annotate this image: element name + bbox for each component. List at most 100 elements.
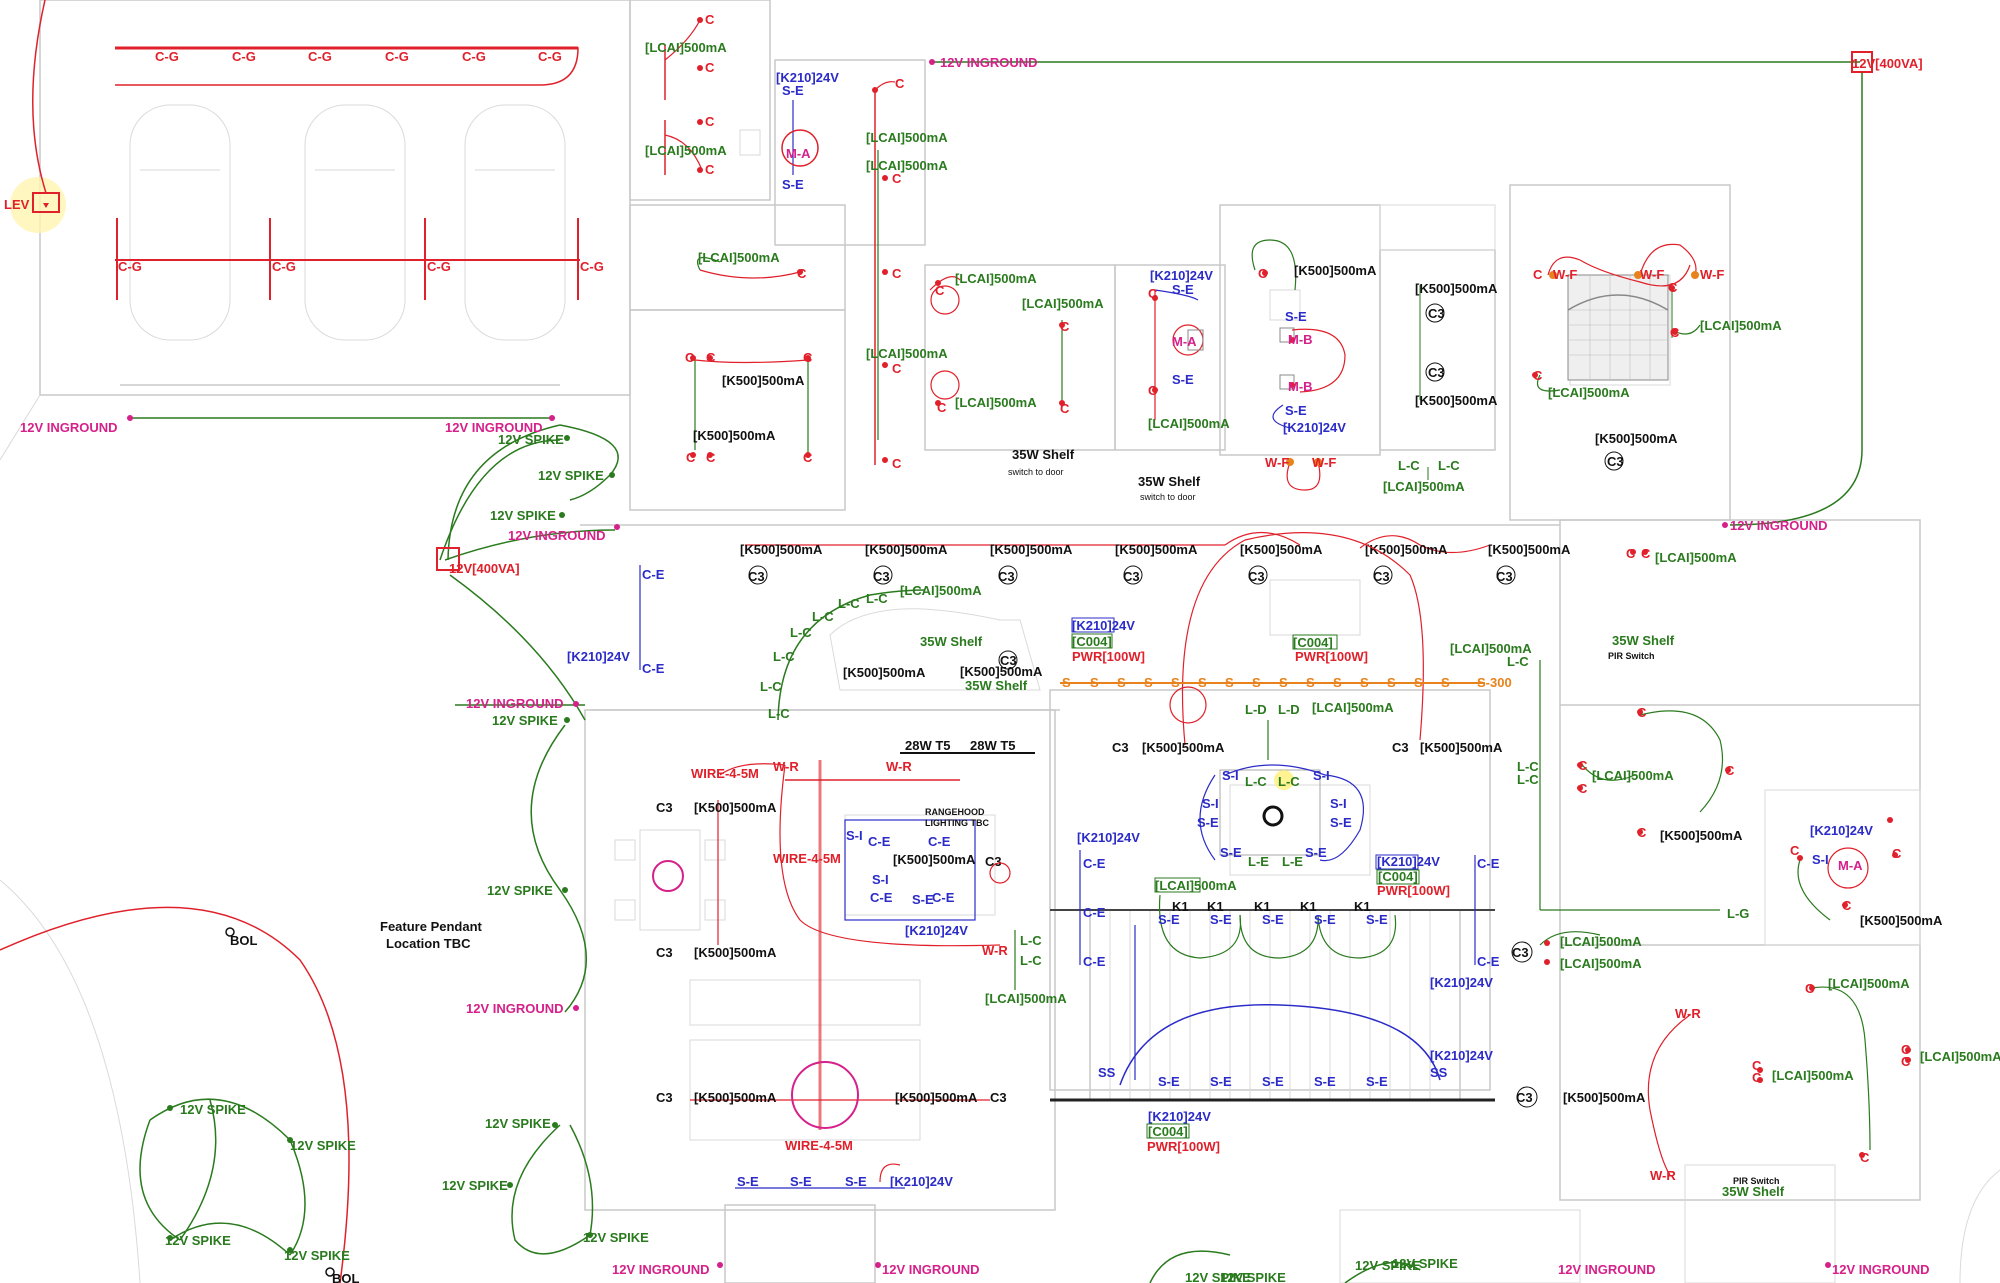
c-label: C bbox=[937, 400, 947, 415]
c3-label: C3 bbox=[1123, 569, 1140, 584]
lcai-label: [LCAI]500mA bbox=[1920, 1049, 2000, 1064]
si-label: S-I bbox=[1330, 796, 1347, 811]
spike-label: 12V SPIKE bbox=[1355, 1258, 1421, 1273]
c004-label: [C004] bbox=[1293, 635, 1333, 650]
kitchen-dining-lighting: 28W T5 28W T5 WIRE-4-5M W-R W-R WIRE-4-5… bbox=[380, 738, 1035, 1189]
lc-label: L-C bbox=[1020, 953, 1042, 968]
k500-label: [K500]500mA bbox=[1660, 828, 1743, 843]
bedroom-2-lighting: C C C C [LCAI]500mA [LCAI]500mA [LCAI]50… bbox=[929, 271, 1104, 477]
k210-label: [K210]24V bbox=[1283, 420, 1346, 435]
ma-label: M-A bbox=[786, 146, 811, 161]
bollard-label: BOL bbox=[230, 933, 258, 948]
c-label: C bbox=[686, 450, 696, 465]
k500-label: [K500]500mA bbox=[865, 542, 948, 557]
spike-label: 12V SPIKE bbox=[538, 468, 604, 483]
ss-label: SS bbox=[1430, 1065, 1448, 1080]
stair-lighting: K1 K1 K1 K1 K1 [LCAI]500mA S-E S-E S-E S… bbox=[1098, 877, 1493, 1154]
shelf-label: 35W Shelf bbox=[1722, 1184, 1785, 1199]
lcai-label: [LCAI]500mA bbox=[1148, 416, 1230, 431]
walk-in-robe-lighting: [K500]500mA C3 C3 [K500]500mA L-C L-C [L… bbox=[1383, 281, 1498, 494]
c-label: C bbox=[1842, 898, 1852, 913]
ensuite-lighting: C [K500]500mA S-E S-E M-B M-B [K210]24V … bbox=[1251, 239, 1377, 491]
c-label: C bbox=[1148, 383, 1158, 398]
inground-label: 12V INGROUND bbox=[612, 1262, 710, 1277]
c-label: C bbox=[705, 60, 715, 75]
lev-switch[interactable]: LEV bbox=[4, 0, 66, 233]
strip-label-cg: C-G bbox=[538, 49, 562, 64]
si-label: S-I bbox=[846, 828, 863, 843]
k1-label: K1 bbox=[1207, 899, 1224, 914]
wr-label: W-R bbox=[1650, 1168, 1676, 1183]
c-label: C bbox=[803, 450, 813, 465]
lcai-label: [LCAI]500mA bbox=[1383, 479, 1465, 494]
t5-label: 28W T5 bbox=[970, 738, 1016, 753]
s-label: S bbox=[1144, 675, 1153, 690]
c-label: C bbox=[1060, 319, 1070, 334]
mb-label: M-B bbox=[1288, 332, 1313, 347]
pendant-label: Location TBC bbox=[386, 936, 471, 951]
c3-label: C3 bbox=[990, 1090, 1007, 1105]
s-label: S bbox=[1414, 675, 1423, 690]
lcai-label: [LCAI]500mA bbox=[955, 395, 1037, 410]
spike-label: 12V SPIKE bbox=[492, 713, 558, 728]
se-label: S-E bbox=[1210, 912, 1232, 927]
strip-label-cg: C-G bbox=[155, 49, 179, 64]
ce-label: C-E bbox=[642, 567, 665, 582]
k1-label: K1 bbox=[1172, 899, 1189, 914]
lc-label: L-C bbox=[1507, 654, 1529, 669]
c-label: C bbox=[705, 12, 715, 27]
c3-label: C3 bbox=[1512, 945, 1529, 960]
k500-label: [K500]500mA bbox=[1860, 913, 1943, 928]
transformer-400va[interactable]: 12V[400VA] bbox=[436, 547, 520, 576]
c-label: C bbox=[1901, 1042, 1911, 1057]
k210-label: [K210]24V bbox=[1810, 823, 1873, 838]
lcai-label: [LCAI]500mA bbox=[645, 40, 727, 55]
c3-label: C3 bbox=[873, 569, 890, 584]
lg-label: L-G bbox=[1727, 906, 1749, 921]
si-label: S-I bbox=[1222, 768, 1239, 783]
lcai-label: [LCAI]500mA bbox=[955, 271, 1037, 286]
lc-label: L-C bbox=[760, 679, 782, 694]
spike-labels: 12V SPIKE 12V SPIKE 12V SPIKE 12V SPIKE … bbox=[165, 432, 1458, 1283]
se-label: S-E bbox=[782, 83, 804, 98]
k500-label: [K500]500mA bbox=[1595, 431, 1678, 446]
spike-label: 12V SPIKE bbox=[498, 432, 564, 447]
right-wing-lighting: [LCAI]500mA L-C 35W Shelf PIR Switch L-C… bbox=[1450, 633, 2000, 1199]
shelf-label: 35W Shelf bbox=[1012, 447, 1075, 462]
transformer-400va[interactable]: 12V[400VA] bbox=[1851, 51, 1923, 73]
t5-label: 28W T5 bbox=[905, 738, 951, 753]
inground-label: 12V INGROUND bbox=[20, 420, 118, 435]
hall-linear-lighting: L-C L-C [LCAI]500mA bbox=[985, 930, 1067, 1006]
shelf-label: 35W Shelf bbox=[920, 634, 983, 649]
se-label: S-E bbox=[1158, 912, 1180, 927]
k210-label: [K210]24V bbox=[1430, 975, 1493, 990]
k1-label: K1 bbox=[1354, 899, 1371, 914]
garage-strip-lights: C-G C-G C-G C-G C-G C-G C-G C-G C-G C-G bbox=[115, 46, 604, 300]
c-label: C bbox=[1578, 758, 1588, 773]
inground-label: 12V INGROUND bbox=[1730, 518, 1828, 533]
k500-label: [K500]500mA bbox=[1142, 740, 1225, 755]
lcai-label: [LCAI]500mA bbox=[1828, 976, 1910, 991]
k210-label: [K210]24V bbox=[1377, 854, 1440, 869]
se-label: S-E bbox=[1285, 403, 1307, 418]
wf-label: W-F bbox=[1640, 267, 1664, 282]
se-label: S-E bbox=[737, 1174, 759, 1189]
track-light-strip: S S S S S S S S S S S S S S S S-300 bbox=[1060, 675, 1512, 690]
se-label: S-E bbox=[1285, 309, 1307, 324]
s-label: S bbox=[1252, 675, 1261, 690]
se-label: S-E bbox=[1158, 1074, 1180, 1089]
k500-label: [K500]500mA bbox=[694, 800, 777, 815]
inground-label: 12V INGROUND bbox=[508, 528, 606, 543]
spike-label: 12V SPIKE bbox=[165, 1233, 231, 1248]
k500-label: [K500]500mA bbox=[1240, 542, 1323, 557]
k1-label: K1 bbox=[1300, 899, 1317, 914]
c3-label: C3 bbox=[1428, 306, 1445, 321]
k210-label: [K210]24V bbox=[890, 1174, 953, 1189]
wf-label: W-F bbox=[1700, 267, 1724, 282]
c-label: C bbox=[1578, 781, 1588, 796]
lc-label: L-C bbox=[1020, 933, 1042, 948]
c-label: C bbox=[1790, 843, 1800, 858]
c3-label: C3 bbox=[1373, 569, 1390, 584]
inground-label: 12V INGROUND bbox=[1832, 1262, 1930, 1277]
